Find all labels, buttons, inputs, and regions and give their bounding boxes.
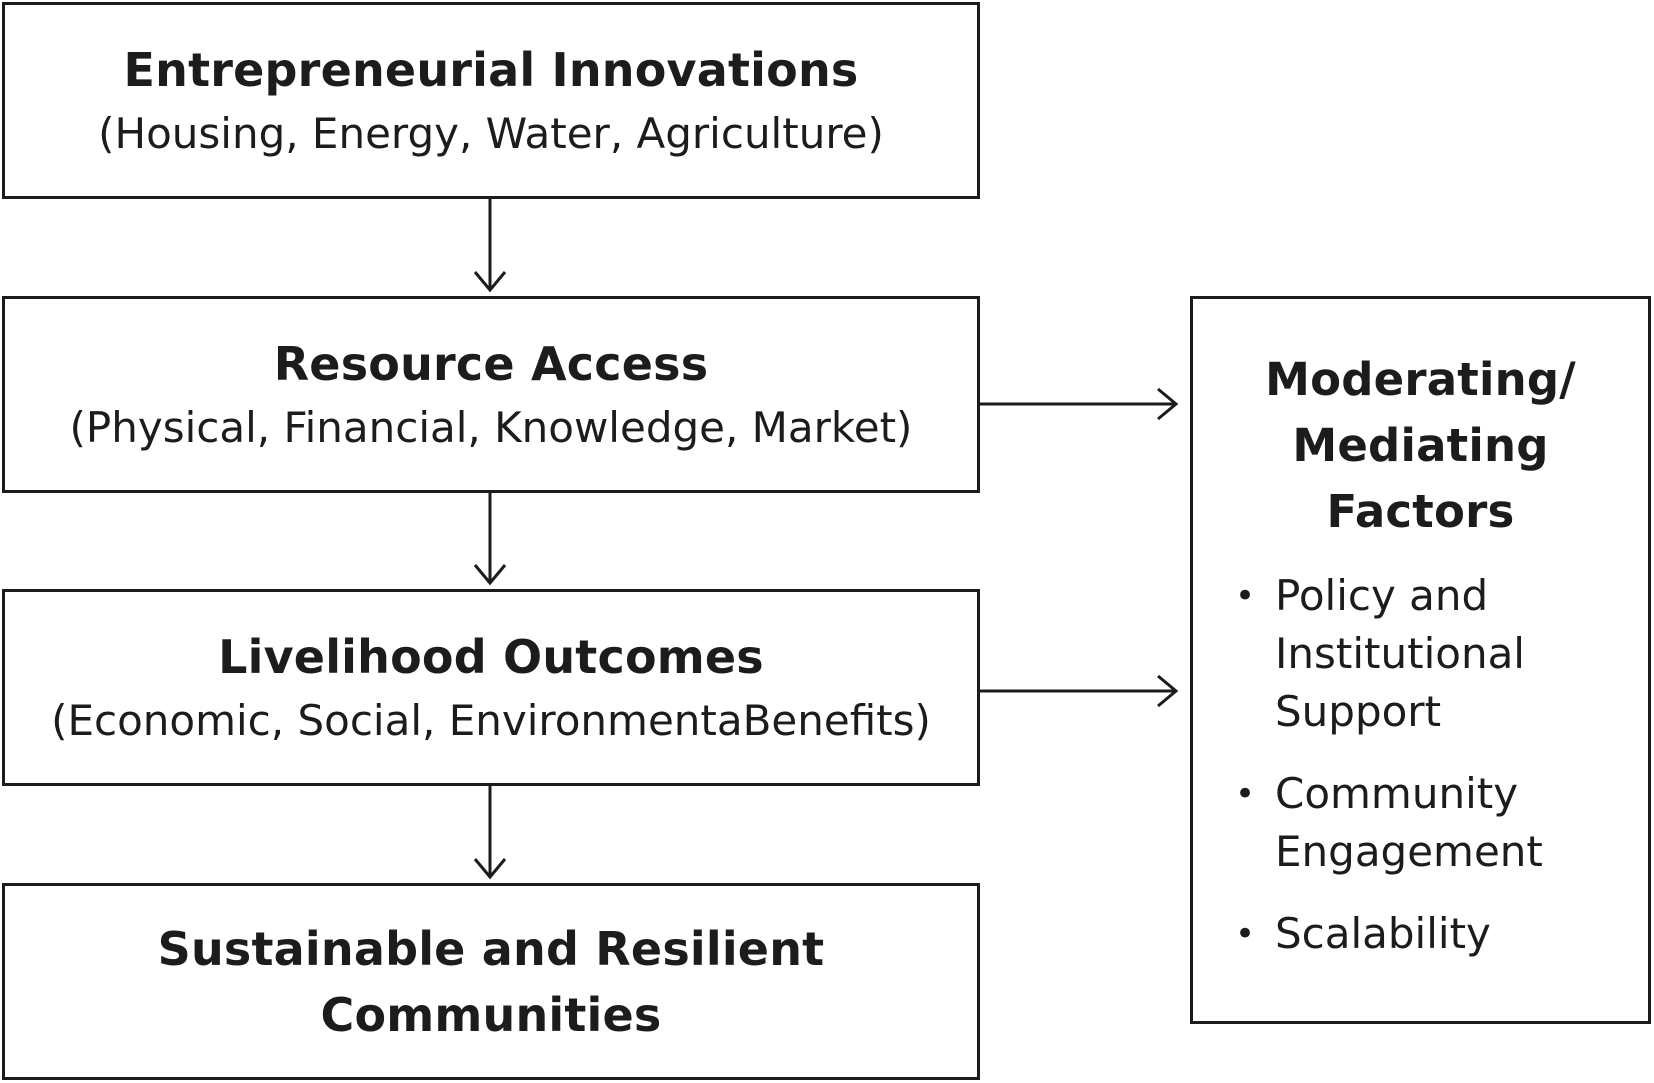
factor-item-community: • Community Engagement — [1235, 765, 1648, 881]
arrow-head-resource-to-livelihood — [473, 564, 507, 586]
resource-access-title: Resource Access — [273, 336, 709, 391]
bullet-icon: • — [1235, 576, 1256, 616]
factors-list: • Policy and Institutional Support • Com… — [1193, 567, 1648, 987]
arrow-head-livelihood-to-factors — [1157, 674, 1179, 708]
factor-item-scalability: • Scalability — [1235, 905, 1648, 963]
sustainable-title-line2: Communities — [320, 987, 662, 1042]
arrow-head-resource-to-factors — [1157, 387, 1179, 421]
innovations-subtitle: (Housing, Energy, Water, Agriculture) — [98, 108, 884, 158]
arrow-head-innovations-to-resource — [473, 271, 507, 293]
factors-title-line3: Factors — [1326, 485, 1515, 538]
resource-access-subtitle: (Physical, Financial, Knowledge, Market) — [69, 402, 913, 452]
bullet-icon: • — [1235, 774, 1256, 814]
sustainable-communities-box: Sustainable and Resilient Communities — [2, 883, 980, 1080]
factors-title-line2: Mediating — [1292, 419, 1549, 472]
innovations-box: Entrepreneurial Innovations (Housing, En… — [2, 2, 980, 199]
arrow-head-livelihood-to-sustainable — [473, 858, 507, 880]
resource-access-box: Resource Access (Physical, Financial, Kn… — [2, 296, 980, 493]
livelihood-outcomes-subtitle: (Economic, Social, EnvironmentaBenefits) — [51, 695, 931, 745]
sustainable-title-line1: Sustainable and Resilient — [157, 921, 825, 976]
factor-label: Policy and Institutional Support — [1275, 571, 1525, 736]
livelihood-outcomes-box: Livelihood Outcomes (Economic, Social, E… — [2, 589, 980, 786]
innovations-title: Entrepreneurial Innovations — [123, 42, 859, 97]
bullet-icon: • — [1235, 914, 1256, 954]
factor-label: Scalability — [1275, 909, 1491, 958]
factors-title-line1: Moderating/ — [1265, 353, 1576, 406]
factor-label: Community Engagement — [1275, 769, 1543, 876]
factor-item-policy: • Policy and Institutional Support — [1235, 567, 1648, 741]
livelihood-outcomes-title: Livelihood Outcomes — [218, 629, 764, 684]
moderating-factors-box: Moderating/ Mediating Factors • Policy a… — [1190, 296, 1651, 1024]
